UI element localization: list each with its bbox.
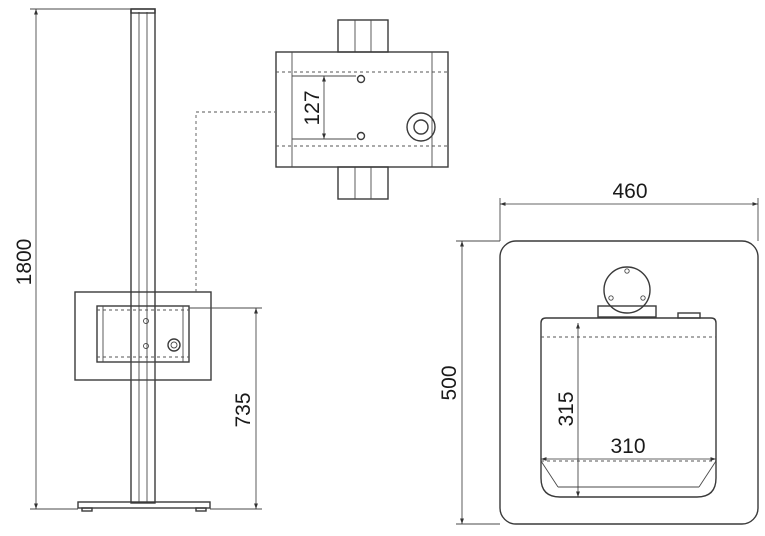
dim-label-310: 310: [610, 435, 645, 458]
dim-label-500: 500: [438, 365, 461, 400]
housing-front: [74, 291, 212, 381]
mount-hole-top: [356, 74, 366, 84]
knob-icon: [406, 112, 436, 142]
dim-label-127: 127: [301, 90, 324, 125]
head-plate: [275, 51, 449, 168]
dim-mount-height: 735: [189, 307, 262, 510]
detail-leader-line: [195, 111, 275, 292]
base-plate: [499, 240, 759, 525]
top-view-base: 460 500 315 310: [438, 180, 759, 525]
dim-label-1800: 1800: [13, 239, 36, 286]
front-view-stand: 1800 735: [13, 8, 275, 512]
dim-total-height: 1800: [13, 8, 131, 510]
storage-box: [540, 317, 717, 498]
detail-view-head: 127: [275, 19, 449, 200]
dim-label-315: 315: [555, 391, 578, 426]
vertical-column: [130, 8, 156, 504]
base-foot: [77, 501, 211, 512]
dim-label-460: 460: [612, 180, 647, 203]
mount-hole-bottom: [356, 131, 366, 141]
column-mount-circle: [603, 266, 651, 314]
dim-label-735: 735: [232, 392, 255, 427]
